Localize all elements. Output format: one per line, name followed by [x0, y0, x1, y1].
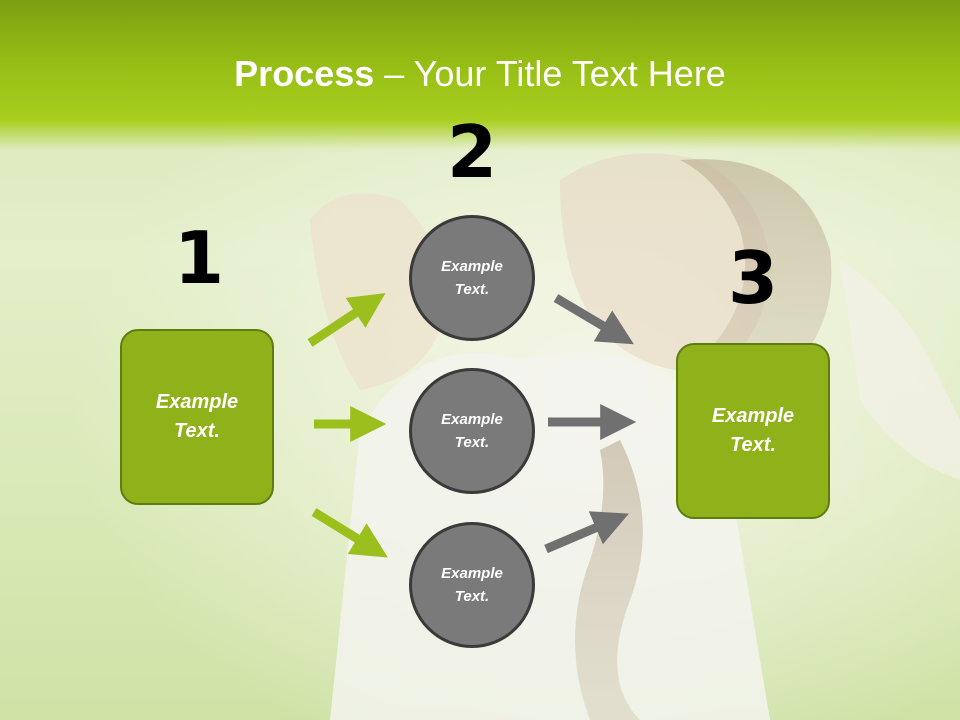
step-number-3: 3 — [727, 236, 779, 320]
step-3-text: Example Text. — [711, 405, 795, 456]
title-rest: – Your Title Text Here — [374, 53, 726, 94]
gray-arrow-down — [553, 294, 634, 345]
circle-bottom-text: Example Text. — [441, 565, 503, 605]
title-bold: Process — [234, 53, 375, 94]
green-arrow-down — [311, 508, 388, 558]
step-1-box: Example Text. — [120, 329, 274, 505]
green-arrow-up — [307, 293, 386, 347]
step-3-box: Example Text. — [676, 343, 830, 519]
step-1-text: Example Text. — [155, 391, 239, 442]
slide-title: Process – Your Title Text Here — [0, 52, 960, 96]
title-band — [0, 0, 960, 150]
step-2-circle-top: Example Text. — [409, 215, 535, 341]
step-number-2: 2 — [446, 110, 498, 194]
gray-arrow-up — [544, 511, 629, 554]
step-2-circle-middle: Example Text. — [409, 368, 535, 494]
circle-middle-text: Example Text. — [441, 411, 503, 451]
step-2-circle-bottom: Example Text. — [409, 522, 535, 648]
circle-top-text: Example Text. — [441, 258, 503, 298]
step-number-1: 1 — [173, 216, 225, 300]
